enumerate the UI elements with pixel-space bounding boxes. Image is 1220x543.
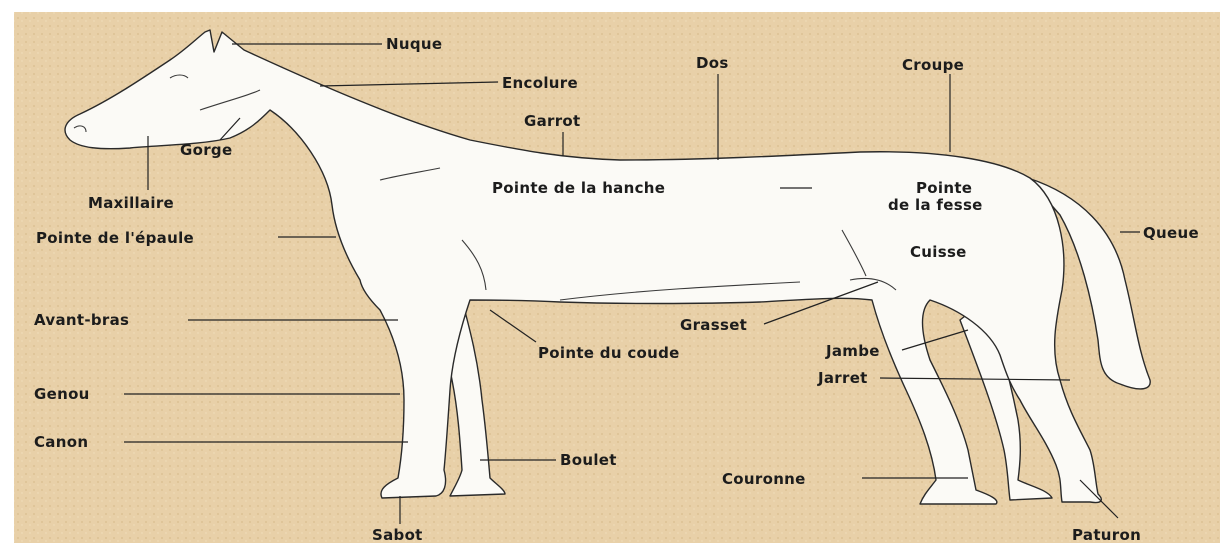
label-grasset: Grasset	[680, 316, 747, 334]
label-genou: Genou	[34, 385, 90, 403]
label-paturon: Paturon	[1072, 526, 1141, 543]
label-pointe-epaule: Pointe de l'épaule	[36, 229, 194, 247]
label-cuisse: Cuisse	[910, 243, 967, 261]
label-queue: Queue	[1143, 224, 1199, 242]
label-pointe-fesse-1: Pointe	[916, 179, 972, 197]
label-maxillaire: Maxillaire	[88, 194, 174, 212]
label-garrot: Garrot	[524, 112, 581, 130]
label-canon: Canon	[34, 433, 88, 451]
label-pointe-fesse-2: de la fesse	[888, 196, 983, 214]
label-avant-bras: Avant-bras	[34, 311, 129, 329]
label-pointe-coude: Pointe du coude	[538, 344, 680, 362]
label-dos: Dos	[696, 54, 729, 72]
label-gorge: Gorge	[180, 141, 232, 159]
label-sabot: Sabot	[372, 526, 423, 543]
label-jarret: Jarret	[817, 369, 868, 387]
label-couronne: Couronne	[722, 470, 806, 488]
label-croupe: Croupe	[902, 56, 964, 74]
label-encolure: Encolure	[502, 74, 578, 92]
label-jambe: Jambe	[825, 342, 880, 360]
label-pointe-hanche: Pointe de la hanche	[492, 179, 665, 197]
label-nuque: Nuque	[386, 35, 442, 53]
label-boulet: Boulet	[560, 451, 617, 469]
